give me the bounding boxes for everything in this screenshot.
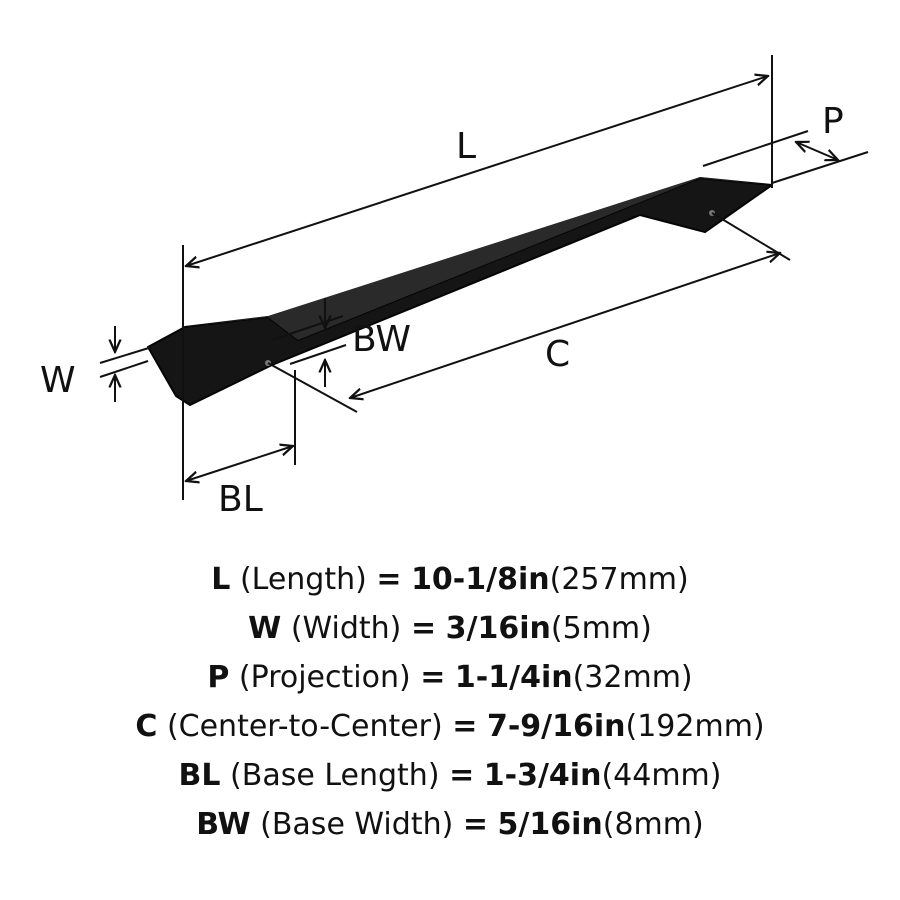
spec-value: 10-1/8in xyxy=(411,562,550,597)
spec-row-length: L (Length) = 10-1/8in(257mm) xyxy=(0,555,900,604)
l-dimension-line xyxy=(186,76,768,266)
handle-pull-shape xyxy=(147,177,773,406)
spec-metric: (5mm) xyxy=(550,611,652,646)
spec-code: L xyxy=(211,562,231,597)
spec-equals: = xyxy=(452,709,478,744)
spec-metric: (192mm) xyxy=(625,709,765,744)
c-label: C xyxy=(545,334,570,375)
specification-list: L (Length) = 10-1/8in(257mm) W (Width) =… xyxy=(0,555,900,849)
spec-name: (Center-to-Center) xyxy=(166,709,443,744)
spec-value: 3/16in xyxy=(445,611,551,646)
p-extension-bottom xyxy=(771,151,869,184)
w-extension-bottom xyxy=(99,360,149,378)
spec-code: BL xyxy=(178,758,221,793)
spec-name: (Base Length) xyxy=(230,758,440,793)
c-extension-left xyxy=(267,362,358,413)
bw-label: BW xyxy=(352,319,411,360)
spec-metric: (257mm) xyxy=(549,562,689,597)
dimension-diagram: L P C BW W BL xyxy=(40,55,869,520)
spec-name: (Base Width) xyxy=(260,807,454,842)
p-label: P xyxy=(822,101,844,142)
spec-equals: = xyxy=(420,660,446,695)
spec-metric: (8mm) xyxy=(602,807,704,842)
p-extension-top xyxy=(702,130,809,167)
spec-value: 7-9/16in xyxy=(486,709,626,744)
spec-row-base-width: BW (Base Width) = 5/16in(8mm) xyxy=(0,800,900,849)
spec-code: P xyxy=(207,660,230,695)
w-label: W xyxy=(40,360,76,401)
spec-name: (Projection) xyxy=(238,660,411,695)
l-label: L xyxy=(456,126,476,167)
w-extension-top xyxy=(99,346,153,364)
bl-label: BL xyxy=(218,479,263,520)
spec-row-base-length: BL (Base Length) = 1-3/4in(44mm) xyxy=(0,751,900,800)
spec-equals: = xyxy=(449,758,475,793)
bw-extension-bottom xyxy=(289,344,347,365)
c-dimension-line xyxy=(350,253,780,398)
spec-value: 1-3/4in xyxy=(483,758,602,793)
spec-code: C xyxy=(135,709,158,744)
spec-equals: = xyxy=(376,562,402,597)
spec-code: BW xyxy=(196,807,251,842)
spec-row-projection: P (Projection) = 1-1/4in(32mm) xyxy=(0,653,900,702)
spec-row-width: W (Width) = 3/16in(5mm) xyxy=(0,604,900,653)
spec-value: 1-1/4in xyxy=(454,660,573,695)
spec-name: (Width) xyxy=(290,611,402,646)
spec-equals: = xyxy=(410,611,437,646)
spec-metric: (32mm) xyxy=(572,660,693,695)
spec-code: W xyxy=(248,611,282,646)
spec-equals: = xyxy=(462,807,488,842)
spec-name: (Length) xyxy=(239,562,367,597)
spec-value: 5/16in xyxy=(497,807,603,842)
p-dimension-line xyxy=(796,142,838,160)
bl-dimension-line xyxy=(186,446,293,481)
spec-metric: (44mm) xyxy=(601,758,722,793)
spec-row-center-to-center: C (Center-to-Center) = 7-9/16in(192mm) xyxy=(0,702,900,751)
